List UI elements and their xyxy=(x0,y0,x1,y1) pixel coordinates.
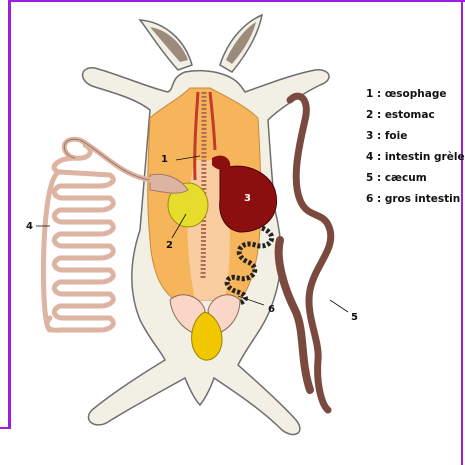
callout-6: 6 xyxy=(268,304,275,315)
caecum xyxy=(290,96,331,410)
caecum-2 xyxy=(279,240,310,390)
callout-4: 4 xyxy=(26,221,33,232)
callout-5: 5 xyxy=(351,312,358,323)
callout-3: 3 xyxy=(244,193,251,204)
legend-item-gros-intestin: 6 : gros intestin xyxy=(366,191,462,212)
callout-1: 1 xyxy=(161,154,168,165)
legend-item-intestin-grele: 4 : intestin grèle xyxy=(366,149,462,170)
legend-item-foie: 3 : foie xyxy=(366,128,462,149)
legend: 1 : œsophage 2 : estomac 3 : foie 4 : in… xyxy=(366,86,462,212)
callout-line-5 xyxy=(330,300,348,312)
legend-item-caecum: 5 : cæcum xyxy=(366,170,462,191)
callout-2: 2 xyxy=(166,240,173,251)
legend-item-oesophage: 1 : œsophage xyxy=(366,86,462,107)
legend-item-estomac: 2 : estomac xyxy=(366,107,462,128)
